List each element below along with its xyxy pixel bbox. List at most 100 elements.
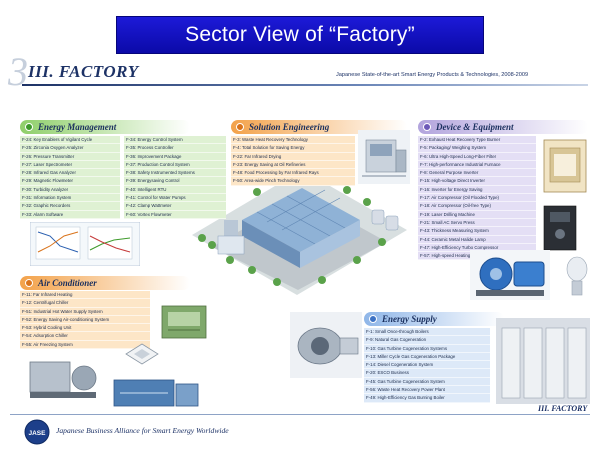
- list-item: F-39: Energysaving Control: [124, 177, 226, 186]
- list-item: F-30: Turbidity Analyzer: [20, 186, 120, 195]
- list-item: F-12: Centrifugal Chiller: [20, 299, 150, 308]
- list-item: F-51: Industrial Hot Water Supply System: [20, 308, 150, 316]
- list-item: F-17: Air Compressor (Oil Flooded Type): [418, 194, 536, 203]
- solution-engineering-list: F-3: Waste Heat Recovery Technology F-4:…: [231, 136, 355, 186]
- device-equipment-list: F-2: Exhaust Heat Recovery Type Burner F…: [418, 136, 536, 261]
- centrifugal-chiller-photo: [29, 361, 97, 398]
- energy-management-list-1: F-24: Key Enablers of Vigilant Cycle F-2…: [20, 136, 120, 219]
- list-item: F-3: Waste Heat Recovery Technology: [231, 136, 355, 145]
- list-item: F-37: Production Control System: [124, 161, 226, 170]
- air-conditioner-title: Air Conditioner: [38, 278, 97, 288]
- page-subtitle: Japanese State-of-the-art Smart Energy P…: [336, 72, 529, 78]
- list-item: F-43: Thickness Measuring System: [418, 227, 536, 236]
- list-item: F-54: Adsorption Chiller: [20, 332, 150, 341]
- factory-illustration: [192, 170, 407, 295]
- storage-tank: [371, 209, 385, 225]
- list-item: F-35: Process Controller: [124, 144, 226, 153]
- device-equipment-title: Device & Equipment: [436, 122, 514, 132]
- list-item: F-60: Vortex Flowmeter: [124, 211, 226, 219]
- energy-supply-title: Energy Supply: [382, 314, 437, 324]
- list-item: F-40: Intelligent RTU: [124, 186, 226, 195]
- list-item: F-21: Small AC Servo Press: [418, 219, 536, 228]
- page-title-bar: Sector View of “Factory”: [116, 16, 484, 54]
- list-item: F-15: High-voltage Direct Inverter: [418, 177, 536, 186]
- list-item: F-11: Far Infrared Heating: [20, 291, 150, 300]
- inverter-photo: [543, 205, 577, 251]
- list-item: F-7: High-performance Industrial Furnace: [418, 161, 536, 170]
- storage-tank: [385, 215, 399, 231]
- cassette-ac-photo: [125, 343, 159, 365]
- list-item: F-36: Improvement Package: [124, 153, 226, 161]
- section-bullet-icon: [423, 123, 431, 131]
- solar-panel-grid: [256, 189, 346, 245]
- list-item: F-4: Total Solution for Saving Energy: [231, 144, 355, 153]
- list-item: F-24: Key Enablers of Vigilant Cycle: [20, 136, 120, 145]
- list-item: F-32: Graphic Recorders: [20, 202, 120, 211]
- list-item: F-53: Hybrid Cooling Unit: [20, 324, 150, 333]
- chiller-unit-photo: [161, 305, 207, 339]
- list-item: F-16: Inverter for Energy Saving: [418, 186, 536, 195]
- list-item: F-29: Magnetic Flowmeter: [20, 177, 120, 186]
- hot-water-unit-photo: [113, 379, 199, 407]
- jase-logo: JASE: [24, 419, 50, 445]
- list-item: F-45: Gas Turbine Cogeneration System: [364, 378, 490, 387]
- solution-engineering-title: Solution Engineering: [249, 122, 330, 132]
- list-item: F-14: Diesel Cogeneration System: [364, 361, 490, 370]
- list-item: F-9: Natural Gas Cogeneration: [364, 336, 490, 345]
- list-item: F-33: Alarm Software: [20, 211, 120, 219]
- list-item: F-28: Infrared Gas Analyzer: [20, 169, 120, 178]
- list-item: F-26: Pressure Transmitter: [20, 153, 120, 161]
- svg-text:JASE: JASE: [29, 430, 47, 437]
- energy-supply-list: F-1: Small Once-through Boilers F-9: Nat…: [364, 328, 490, 403]
- footer-divider: [10, 414, 590, 415]
- list-item: F-27: Laser Spectrometer: [20, 161, 120, 170]
- header-divider: [22, 84, 588, 86]
- solution-engineering-photo: [358, 130, 410, 184]
- list-item: F-1: Small Once-through Boilers: [364, 328, 490, 337]
- list-item: F-44: Ceramic Metal Halide Lamp: [418, 236, 536, 244]
- footer-section-tag: III. FACTORY: [538, 404, 588, 413]
- ceramic-lamp-photo: [566, 256, 588, 296]
- list-item: F-55: Air Freezing System: [20, 341, 150, 350]
- energy-management-title: Energy Management: [38, 122, 117, 132]
- list-item: F-13: Miller Cycle Gas Cogeneration Pack…: [364, 353, 490, 362]
- boiler-room-photo: [496, 318, 590, 404]
- list-item: F-56: Waste Heat Recovery Power Plant: [364, 386, 490, 395]
- section-bullet-icon: [236, 123, 244, 131]
- footer-organization: Japanese Business Alliance for Smart Ene…: [56, 426, 229, 435]
- industrial-furnace-photo: [543, 139, 587, 193]
- trees: [198, 174, 386, 286]
- list-item: F-34: Energy Control System: [124, 136, 226, 145]
- energy-management-list-2: F-34: Energy Control System F-35: Proces…: [124, 136, 226, 219]
- section-bullet-icon: [25, 279, 33, 287]
- list-item: F-48: Food Processing by Far Infrared Ra…: [231, 169, 355, 178]
- section-number: 3: [8, 49, 28, 94]
- factory-building-front: [242, 220, 300, 268]
- compressor-photo: [470, 250, 550, 300]
- factory-building-side: [300, 220, 360, 268]
- list-item: F-41: Control for Water Pumps: [124, 194, 226, 203]
- list-item: F-49: High-Efficiency Gas Burning Boiler: [364, 394, 490, 403]
- air-conditioner-label: Air Conditioner: [20, 276, 190, 290]
- energy-supply-label: Energy Supply: [364, 312, 504, 326]
- list-item: F-8: General Purpose Inverter: [418, 169, 536, 178]
- factory-office: [217, 235, 245, 255]
- gas-turbine-photo: [290, 312, 362, 378]
- section-title: III. FACTORY: [28, 62, 139, 81]
- list-item: F-23: Energy Saving at Oil Refineries: [231, 161, 355, 170]
- list-item: F-10: Gas Turbine Cogeneration Systems: [364, 345, 490, 353]
- energy-management-chart-image: [30, 222, 140, 266]
- section-bullet-icon: [369, 315, 377, 323]
- list-item: F-52: Energy Saving Air-conditioning Sys…: [20, 316, 150, 325]
- list-item: F-20: ESCO Business: [364, 369, 490, 378]
- list-item: F-22: Far Infrared Drying: [231, 153, 355, 161]
- page-title: Sector View of “Factory”: [185, 23, 415, 46]
- section-bullet-icon: [25, 123, 33, 131]
- device-equipment-label: Device & Equipment: [418, 120, 588, 134]
- list-item: F-2: Exhaust Heat Recovery Type Burner: [418, 136, 536, 145]
- air-conditioner-list: F-11: Far Infrared Heating F-12: Centrif…: [20, 291, 150, 350]
- list-item: F-18: Air Compressor (Oil-free Type): [418, 202, 536, 211]
- list-item: F-50: Area-wide Pinch Technology: [231, 177, 355, 186]
- list-item: F-31: Information System: [20, 194, 120, 203]
- energy-management-label: Energy Management: [20, 120, 190, 134]
